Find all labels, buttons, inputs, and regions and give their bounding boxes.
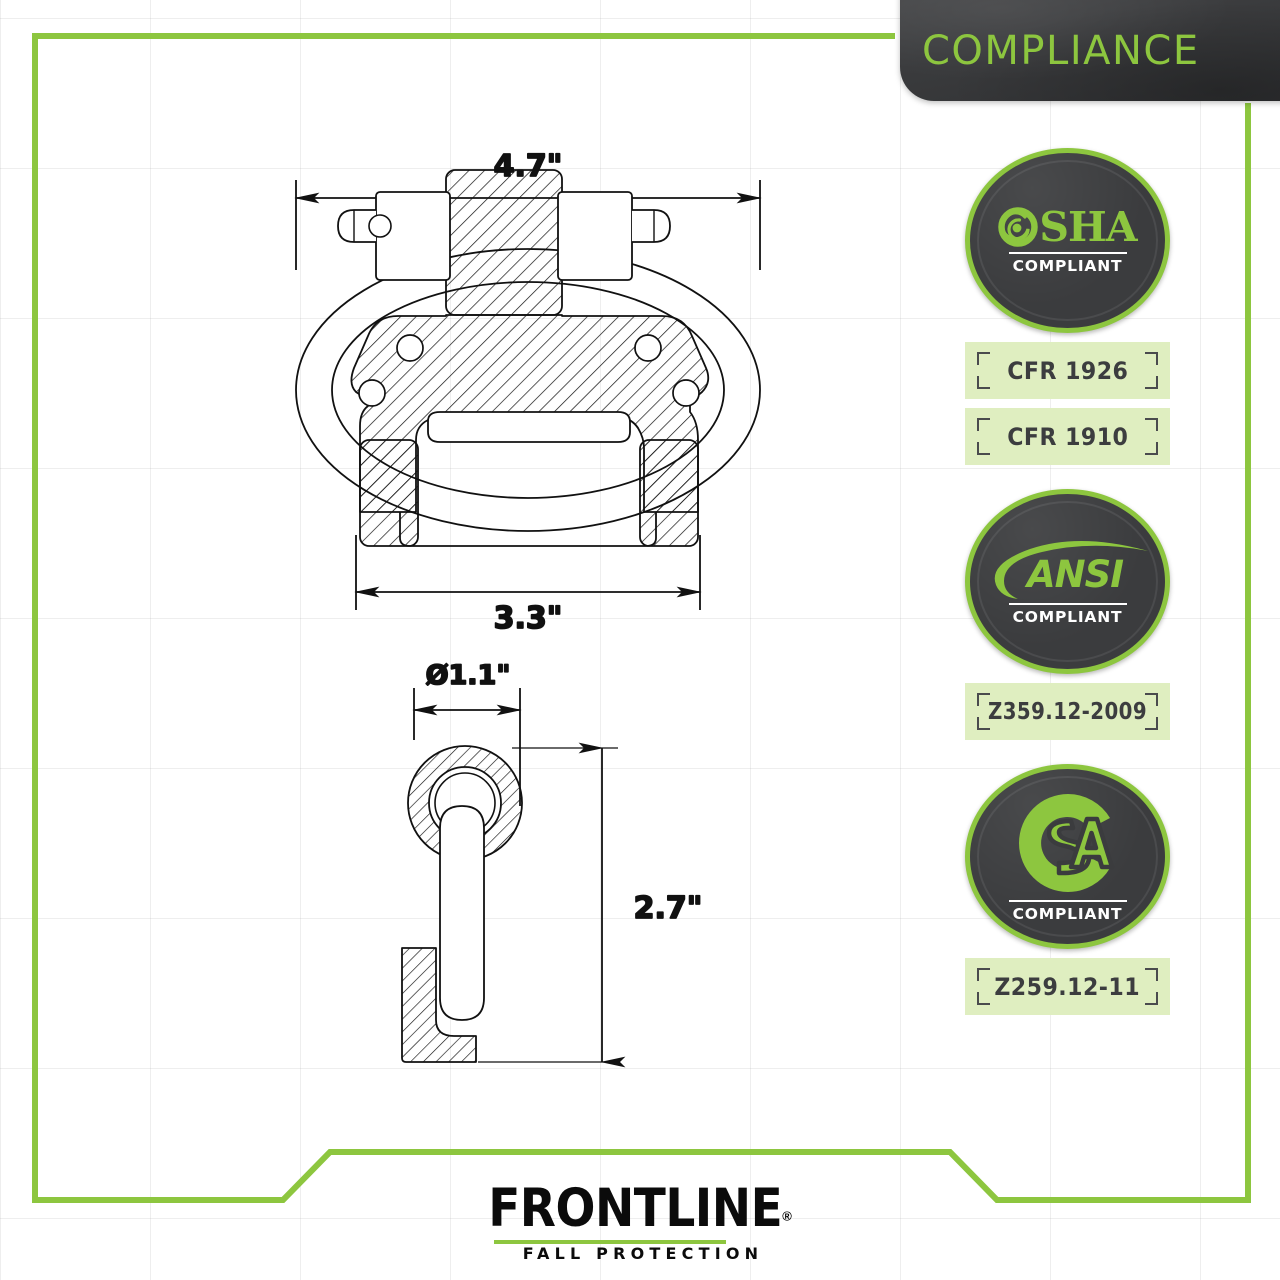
brand-name: FRONTLINE: [488, 1177, 783, 1240]
csa-seal-icon: [1009, 791, 1127, 896]
spacer: [955, 740, 1180, 764]
brand-green-rule: [494, 1240, 727, 1244]
corner-bracket-br: [1145, 717, 1158, 730]
screw-lock-sleeve-right: [557, 191, 671, 281]
csa-monogram-icon: [1018, 793, 1114, 892]
corner-bracket-tl: [977, 352, 990, 365]
ansi-wordmark-text: ANSI: [1027, 553, 1124, 596]
corner-bracket-bl: [977, 717, 990, 730]
spec-label: CFR 1910: [1006, 422, 1129, 451]
osha-divider-rule: [1008, 251, 1127, 254]
page-title: COMPLIANCE: [922, 28, 1200, 74]
corner-bracket-tl: [977, 418, 990, 431]
spec-chip-z359-12-2009: Z359.12-2009: [965, 683, 1170, 740]
dim-inner-width: [354, 535, 702, 610]
spec-label: Z359.12-2009: [987, 698, 1148, 725]
section-legs: [359, 439, 699, 547]
corner-bracket-tl: [977, 968, 990, 981]
compliance-header-banner: COMPLIANCE: [900, 0, 1280, 101]
retainer-block: [445, 169, 563, 316]
corner-bracket-br: [1145, 992, 1158, 1005]
technical-drawing: 4.7": [250, 140, 810, 1100]
csa-compliant-text: COMPLIANT: [1012, 904, 1123, 923]
corner-bracket-br: [1145, 442, 1158, 455]
corner-bracket-tl: [977, 693, 990, 706]
corner-bracket-tr: [1145, 968, 1158, 981]
ansi-seal-icon: ANSI: [980, 537, 1155, 599]
carabiner-body: [295, 169, 761, 547]
osha-compliant-text: COMPLIANT: [1012, 256, 1123, 275]
csa-compliant-badge: COMPLIANT: [965, 764, 1170, 949]
osha-compliant-badge: SHA COMPLIANT: [965, 148, 1170, 333]
spec-chip-cfr-1910: CFR 1910: [965, 408, 1170, 465]
spec-label: Z259.12-11: [994, 972, 1141, 1001]
brand-tagline: FALL PROTECTION: [522, 1244, 764, 1263]
dim-label-gate-diameter: Ø1.1": [426, 660, 511, 691]
spec-label: CFR 1926: [1006, 356, 1129, 385]
ansi-compliant-text: COMPLIANT: [1012, 608, 1123, 626]
registered-trademark-symbol: ®: [782, 1208, 792, 1224]
corner-bracket-bl: [977, 442, 990, 455]
corner-bracket-bl: [977, 992, 990, 1005]
ansi-divider-rule: [1008, 603, 1127, 605]
ansi-compliant-badge: ANSI COMPLIANT: [965, 489, 1170, 674]
csa-divider-rule: [1008, 899, 1127, 902]
spec-chip-cfr-1926: CFR 1926: [965, 342, 1170, 399]
corner-bracket-tr: [1145, 418, 1158, 431]
side-view-geometry: [401, 745, 618, 1063]
corner-bracket-tr: [1145, 352, 1158, 365]
carabiner-drawing-svg: 4.7": [294, 148, 762, 1068]
dim-label-inner-width: 3.3": [494, 601, 563, 636]
spec-chip-z259-12-11: Z259.12-11: [965, 958, 1170, 1015]
spacer: [955, 465, 1180, 489]
screw-lock-sleeve-left: [337, 191, 451, 281]
corner-bracket-br: [1145, 376, 1158, 389]
osha-seal-icon: SHA: [998, 202, 1138, 251]
osha-spiral-o-icon: [998, 207, 1039, 247]
corner-bracket-tr: [1145, 693, 1158, 706]
osha-wordmark-text: SHA: [1039, 202, 1137, 251]
dim-label-side-height: 2.7": [634, 891, 703, 926]
brand-footer: FRONTLINE® FALL PROTECTION: [0, 1182, 1280, 1264]
compliance-list: SHA COMPLIANT CFR 1926 CFR 1910: [955, 148, 1180, 1015]
frontline-logo: FRONTLINE® FALL PROTECTION: [488, 1182, 792, 1263]
corner-bracket-bl: [977, 376, 990, 389]
